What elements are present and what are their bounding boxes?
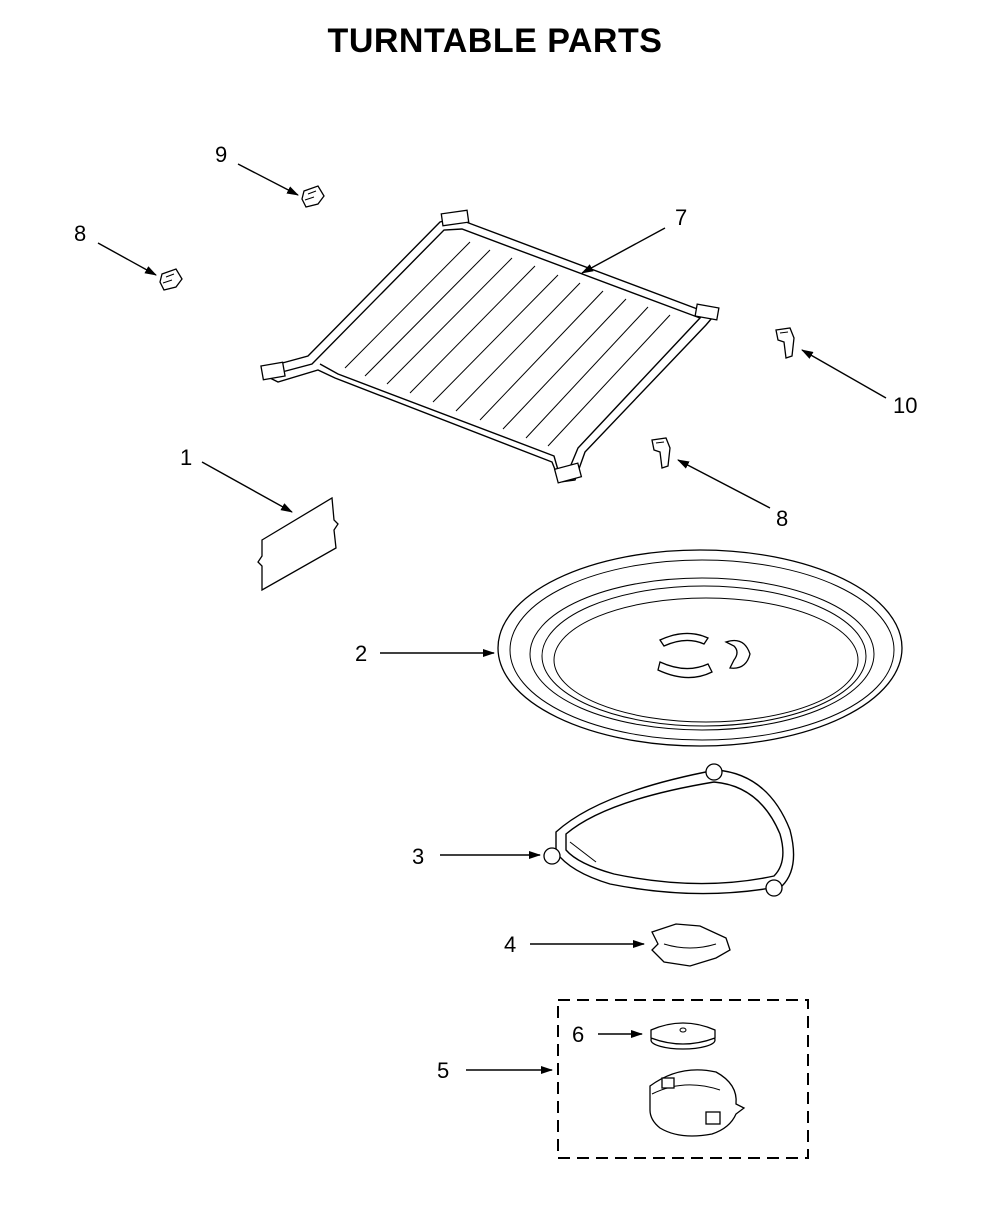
leader-10 [801,349,887,399]
callout-7: 7 [675,205,687,230]
leader-8-left [97,242,157,276]
callout-8-right: 8 [776,506,788,531]
part-6-motor-cap [650,1022,716,1050]
callout-3: 3 [412,844,424,869]
leader-7 [581,227,666,274]
part-3-roller-ring [543,763,795,897]
part-5-kit-box [557,999,809,1159]
part-8-clip-right [651,437,671,469]
callout-9: 9 [215,142,227,167]
part-1-plate [257,496,339,592]
callout-5: 5 [437,1058,449,1083]
part-4-coupler [651,923,731,967]
part-10-clip [775,327,795,359]
callout-2: 2 [355,641,367,666]
callout-10: 10 [893,393,917,418]
leader-1 [201,461,293,513]
leader-lines [97,163,887,1074]
callout-4: 4 [504,932,516,957]
part-2-turntable-tray [497,549,903,747]
leader-8-right [677,459,771,509]
part-8-clip-left [159,268,183,291]
part-5-motor [649,1069,746,1137]
part-7-wire-rack [260,209,720,484]
callout-6: 6 [572,1022,584,1047]
part-9-clip [301,185,325,208]
callout-1: 1 [180,445,192,470]
leader-9 [237,163,299,196]
callout-labels: 9 8 7 10 8 1 2 3 4 6 5 [74,142,917,1083]
callout-8-left: 8 [74,221,86,246]
page-title: TURNTABLE PARTS [327,22,663,60]
